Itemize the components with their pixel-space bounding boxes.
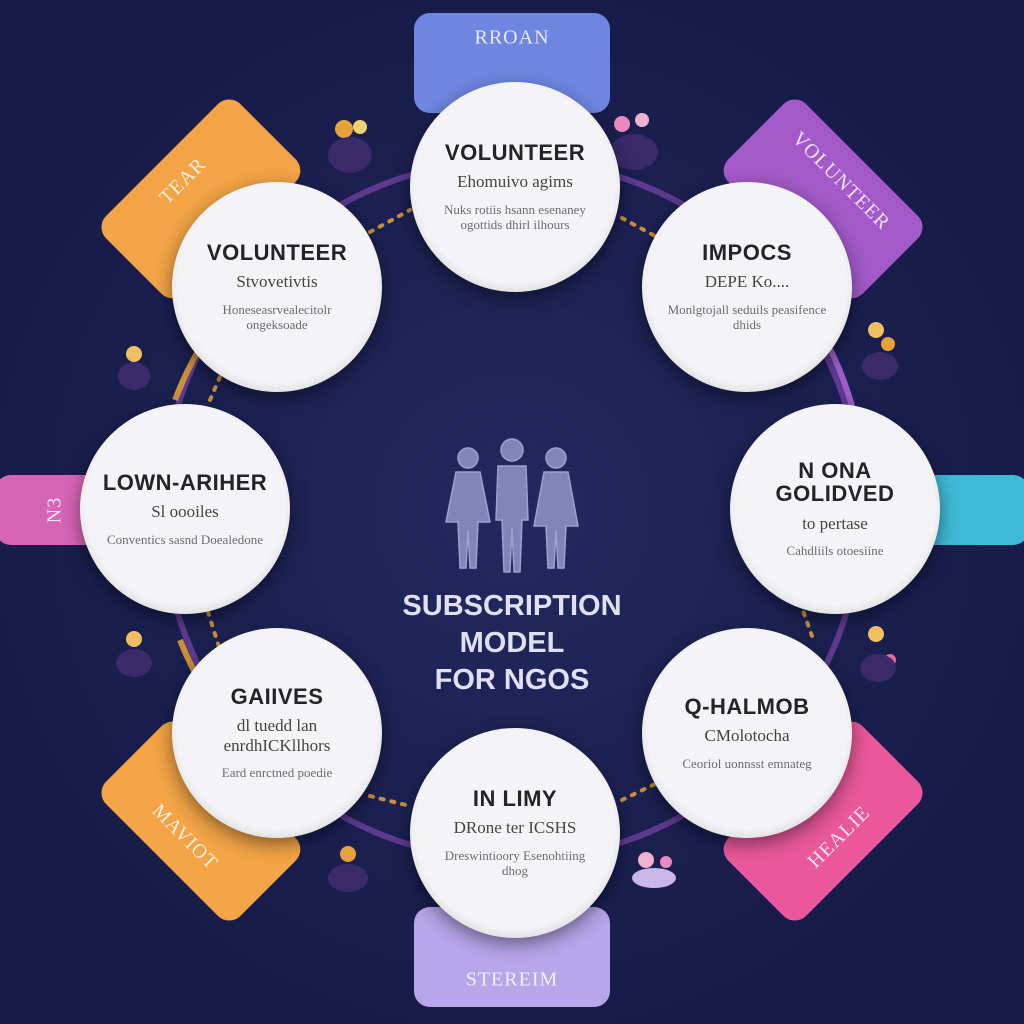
node-top-right: IMPOCS DEPE Ko.... Monlgtojall seduils p… <box>642 182 852 392</box>
node-description: Cahdliils otoesiine <box>786 543 884 559</box>
node-description: Conventics sasnd Doealedone <box>107 531 263 547</box>
node-left: LOWN-ARIHER Sl oooiles Conventics sasnd … <box>80 404 290 614</box>
node-bottom: IN LIMY DRone ter ICSHS Dreswintioory Es… <box>410 728 620 938</box>
dotted-link-3 <box>208 370 224 402</box>
node-subtitle: Stvovetivtis <box>236 272 318 292</box>
node-title: IMPOCS <box>702 240 792 266</box>
people-group-icon <box>445 438 579 573</box>
node-title: VOLUNTEER <box>206 240 348 266</box>
node-bottom-left: GAIIVES dl tuedd lan enrdhICKllhors Eard… <box>172 628 382 838</box>
center-title: SUBSCRIPTION MODEL FOR NGOS <box>402 590 622 696</box>
category-tab-label: N3 <box>44 497 66 523</box>
node-title: LOWN-ARIHER <box>102 469 268 495</box>
node-subtitle: DEPE Ko.... <box>704 272 790 292</box>
node-title: Q-HALMOB <box>684 693 810 719</box>
category-tab: STEREIM <box>414 907 610 1007</box>
node-subtitle: DRone ter ICSHS <box>453 818 577 838</box>
node-title: GAIIVES <box>230 684 324 710</box>
category-tab-label: RROAN <box>474 27 549 49</box>
category-tab-shape <box>414 13 610 113</box>
node-description: Dreswintioory Esenohtiing dhog <box>444 847 586 879</box>
node-subtitle: to pertase <box>802 513 868 533</box>
node-top: VOLUNTEER Ehomuivo agims Nuks rotiis hsa… <box>410 82 620 292</box>
center-block: SUBSCRIPTION MODEL FOR NGOS <box>362 432 662 702</box>
node-top-left: VOLUNTEER Stvovetivtis Honeseasrvealecit… <box>172 182 382 392</box>
dotted-link-5 <box>368 794 412 808</box>
dotted-link-4 <box>206 610 222 652</box>
node-right: N ONA GOLIDVED to pertase Cahdliils otoe… <box>730 404 940 614</box>
node-description: Monlgtojall seduils peasifence dhids <box>667 301 827 333</box>
category-tab-shape <box>414 907 610 1007</box>
node-bottom-right: Q-HALMOB CMolotocha Ceoriol uonnsst emna… <box>642 628 852 838</box>
category-tab: RROAN <box>414 13 610 113</box>
category-tab-label: STEREIM <box>466 969 559 991</box>
node-title: IN LIMY <box>472 786 558 812</box>
node-title: N ONA GOLIDVED <box>775 458 895 507</box>
node-description: Eard enrctned poedie <box>221 765 333 781</box>
dotted-connectors <box>206 208 814 808</box>
category-tab-shape <box>101 99 301 299</box>
node-subtitle: dl tuedd lan enrdhICKllhors <box>223 716 331 755</box>
node-description: Nuks rotiis hsann esenaney ogottids dhir… <box>444 201 586 233</box>
node-subtitle: CMolotocha <box>704 725 790 745</box>
dotted-link-1 <box>368 208 412 234</box>
node-subtitle: Sl oooiles <box>151 501 219 521</box>
category-tab-shape <box>101 721 301 921</box>
category-tab: TEAR <box>101 99 301 299</box>
category-tab-shape <box>723 99 923 299</box>
people-cluster-icon <box>116 113 898 892</box>
category-tab-shape <box>723 721 923 921</box>
dotted-link-2 <box>620 216 657 238</box>
node-description: Honeseasrvealecitolr ongeksoade <box>222 301 332 333</box>
node-subtitle: Ehomuivo agims <box>457 172 573 192</box>
node-title: VOLUNTEER <box>444 140 586 166</box>
node-description: Ceoriol uonnsst emnateg <box>682 755 812 771</box>
